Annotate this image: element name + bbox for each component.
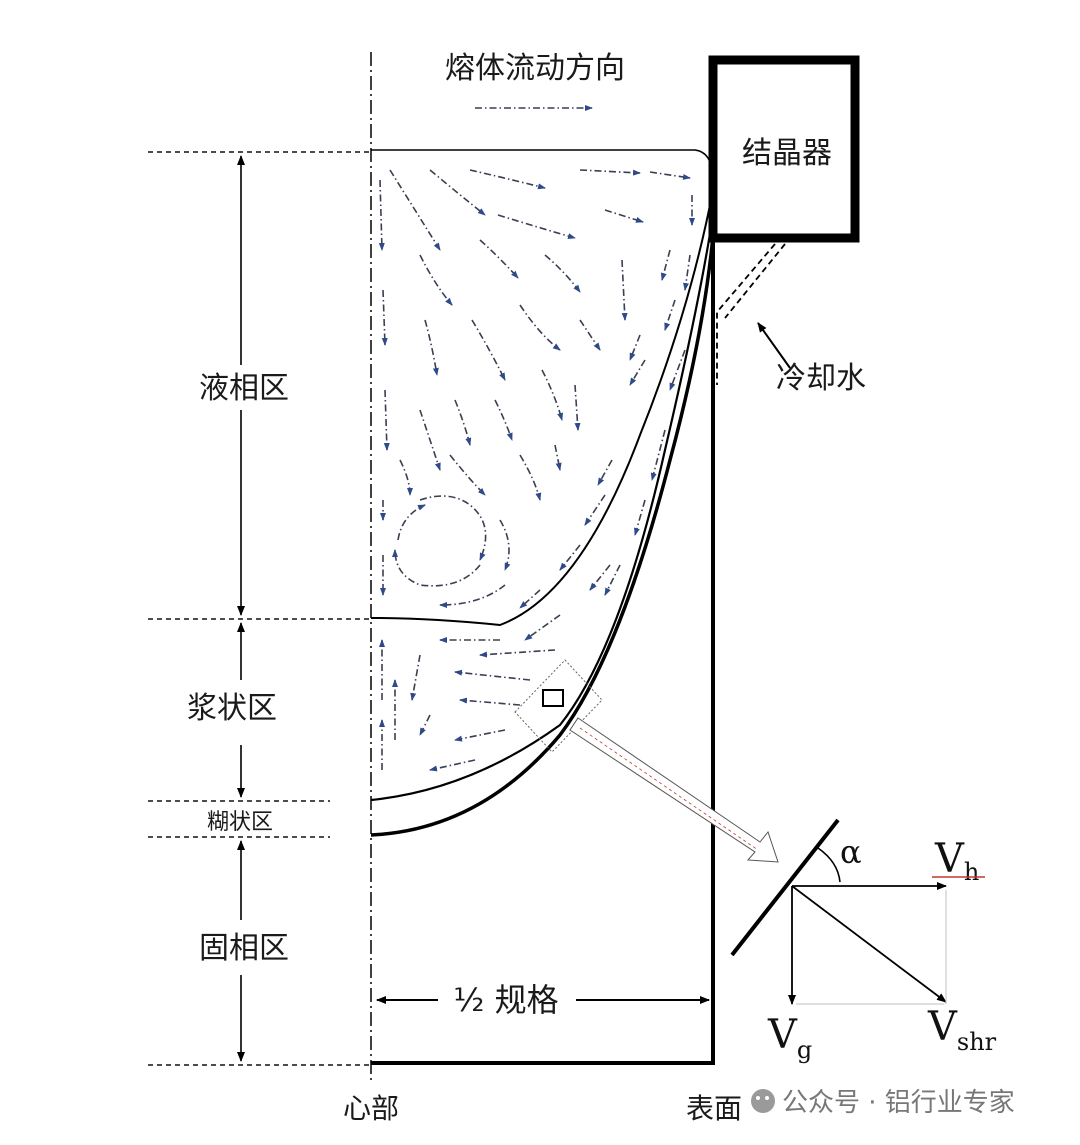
cooling-spray-1 bbox=[716, 243, 776, 385]
alpha-arc bbox=[817, 847, 841, 883]
surface-label: 表面 bbox=[686, 1092, 742, 1125]
liquid-zone-label: 液相区 bbox=[199, 371, 289, 406]
vshr-label: Vshr bbox=[927, 1004, 997, 1056]
cooling-spray-2 bbox=[724, 243, 786, 319]
crystallizer-box bbox=[708, 55, 860, 243]
slurry-zone-label: 浆状区 bbox=[187, 691, 277, 726]
watermark: 公众号 · 铝行业专家 bbox=[751, 1088, 1015, 1118]
solid-zone-label: 固相区 bbox=[199, 931, 289, 966]
interface-line bbox=[730, 818, 840, 957]
vg-label: Vg bbox=[767, 1012, 812, 1064]
crystallizer-label: 结晶器 bbox=[742, 136, 832, 171]
vh-label: Vh bbox=[934, 836, 979, 886]
flow-field bbox=[378, 169, 695, 772]
liquidus-curve bbox=[370, 189, 714, 627]
solidus-curve bbox=[370, 224, 716, 837]
alpha-label: α bbox=[840, 833, 862, 871]
ingot-outline bbox=[371, 240, 715, 1065]
half-spec-label: ½ 规格 bbox=[453, 981, 558, 1019]
slurry-curve bbox=[370, 214, 715, 802]
mushy-zone-label: 糊状区 bbox=[207, 810, 273, 835]
melt-top-surface bbox=[371, 149, 714, 179]
vshr-arrow bbox=[791, 885, 947, 1003]
callout-box bbox=[514, 659, 603, 753]
flow-direction-label: 熔体流动方向 bbox=[445, 51, 625, 86]
center-label: 心部 bbox=[343, 1092, 399, 1125]
callout-hollow-arrow bbox=[569, 717, 779, 863]
wechat-icon bbox=[751, 1089, 775, 1113]
watermark-text: 公众号 · 铝行业专家 bbox=[782, 1088, 1015, 1118]
callout-marker bbox=[542, 689, 564, 707]
cooling-water-pointer bbox=[757, 322, 791, 369]
cooling-water-label: 冷却水 bbox=[776, 361, 866, 396]
